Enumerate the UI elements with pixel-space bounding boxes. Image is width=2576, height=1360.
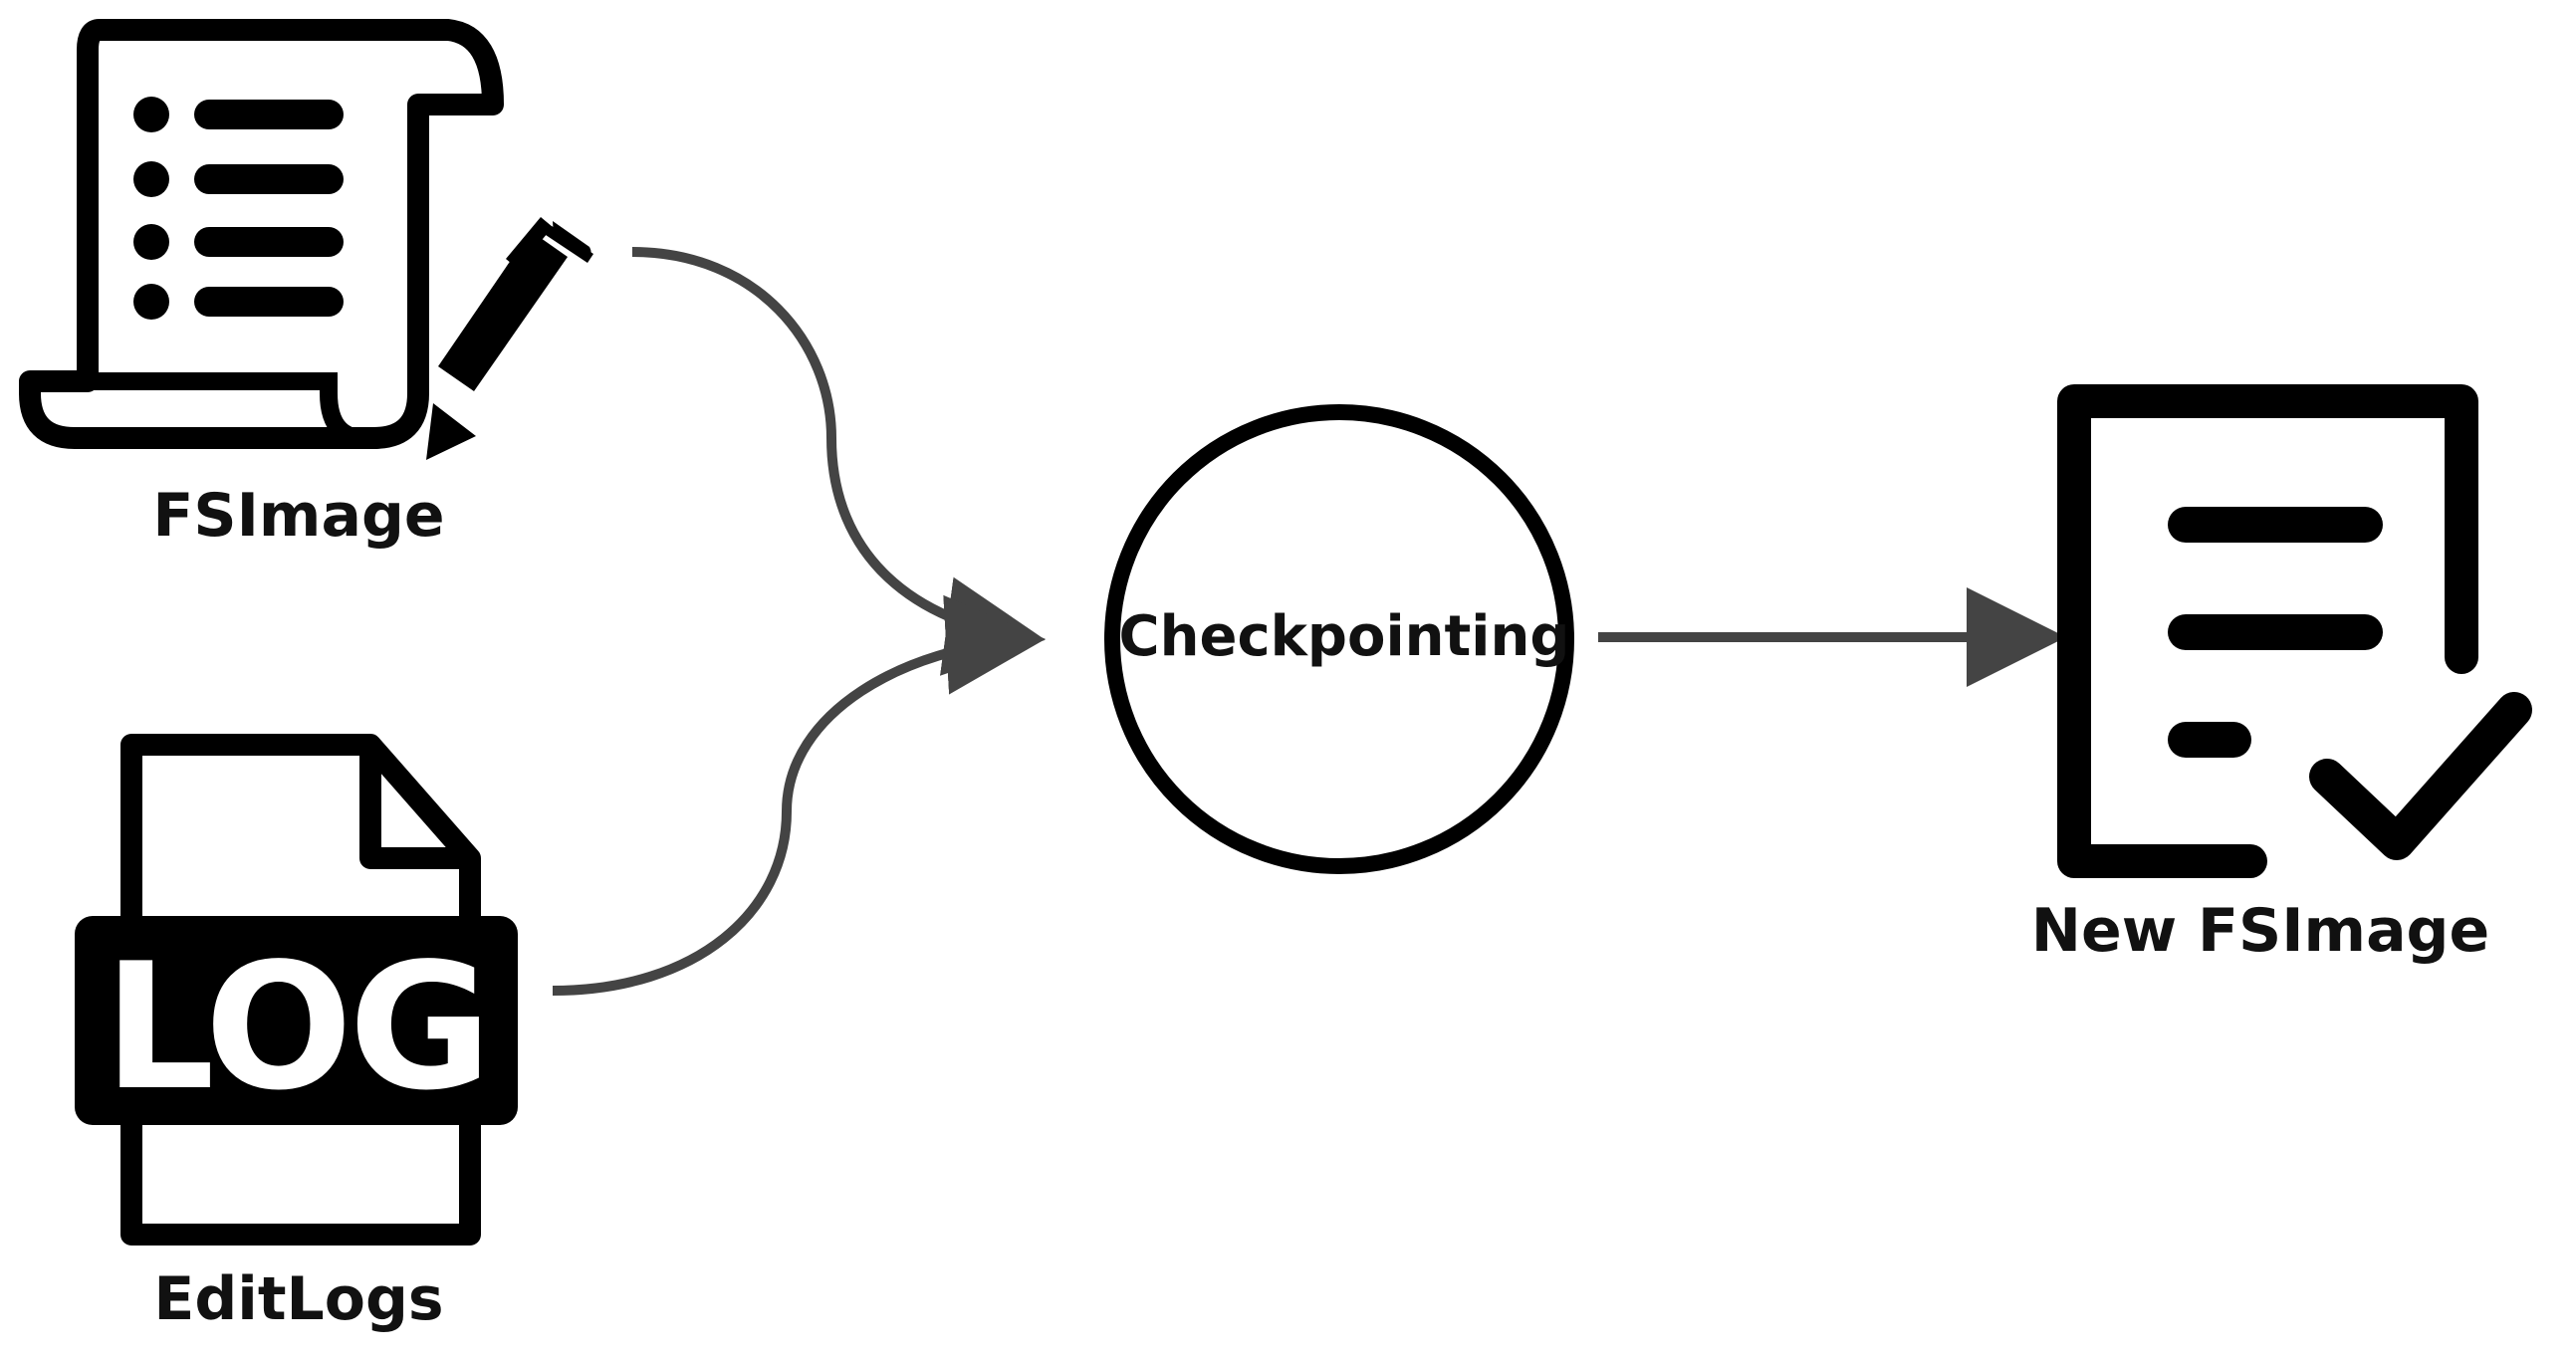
editlogs-label: EditLogs bbox=[153, 1264, 444, 1334]
scroll-list-bullets bbox=[133, 97, 169, 320]
connector-arrows bbox=[552, 247, 2066, 996]
log-file-icon-text: LOG bbox=[104, 927, 488, 1129]
scroll-with-pen-icon bbox=[19, 19, 593, 460]
checkpointing-circle bbox=[1104, 404, 1574, 874]
checkpointing-label: Checkpointing bbox=[1118, 604, 1570, 669]
pen-icon bbox=[426, 217, 593, 460]
arrow-fsimage-to-checkpointing bbox=[631, 247, 1046, 676]
log-file-icon: LOG bbox=[75, 734, 518, 1246]
fsimage-label: FSImage bbox=[152, 481, 445, 551]
document-check-icon bbox=[2057, 384, 2532, 878]
new-fsimage-label: New FSImage bbox=[2030, 896, 2490, 966]
checkmark-icon bbox=[2309, 692, 2532, 860]
arrow-editlogs-to-checkpointing bbox=[552, 594, 1046, 996]
scroll-list-lines bbox=[194, 100, 344, 317]
